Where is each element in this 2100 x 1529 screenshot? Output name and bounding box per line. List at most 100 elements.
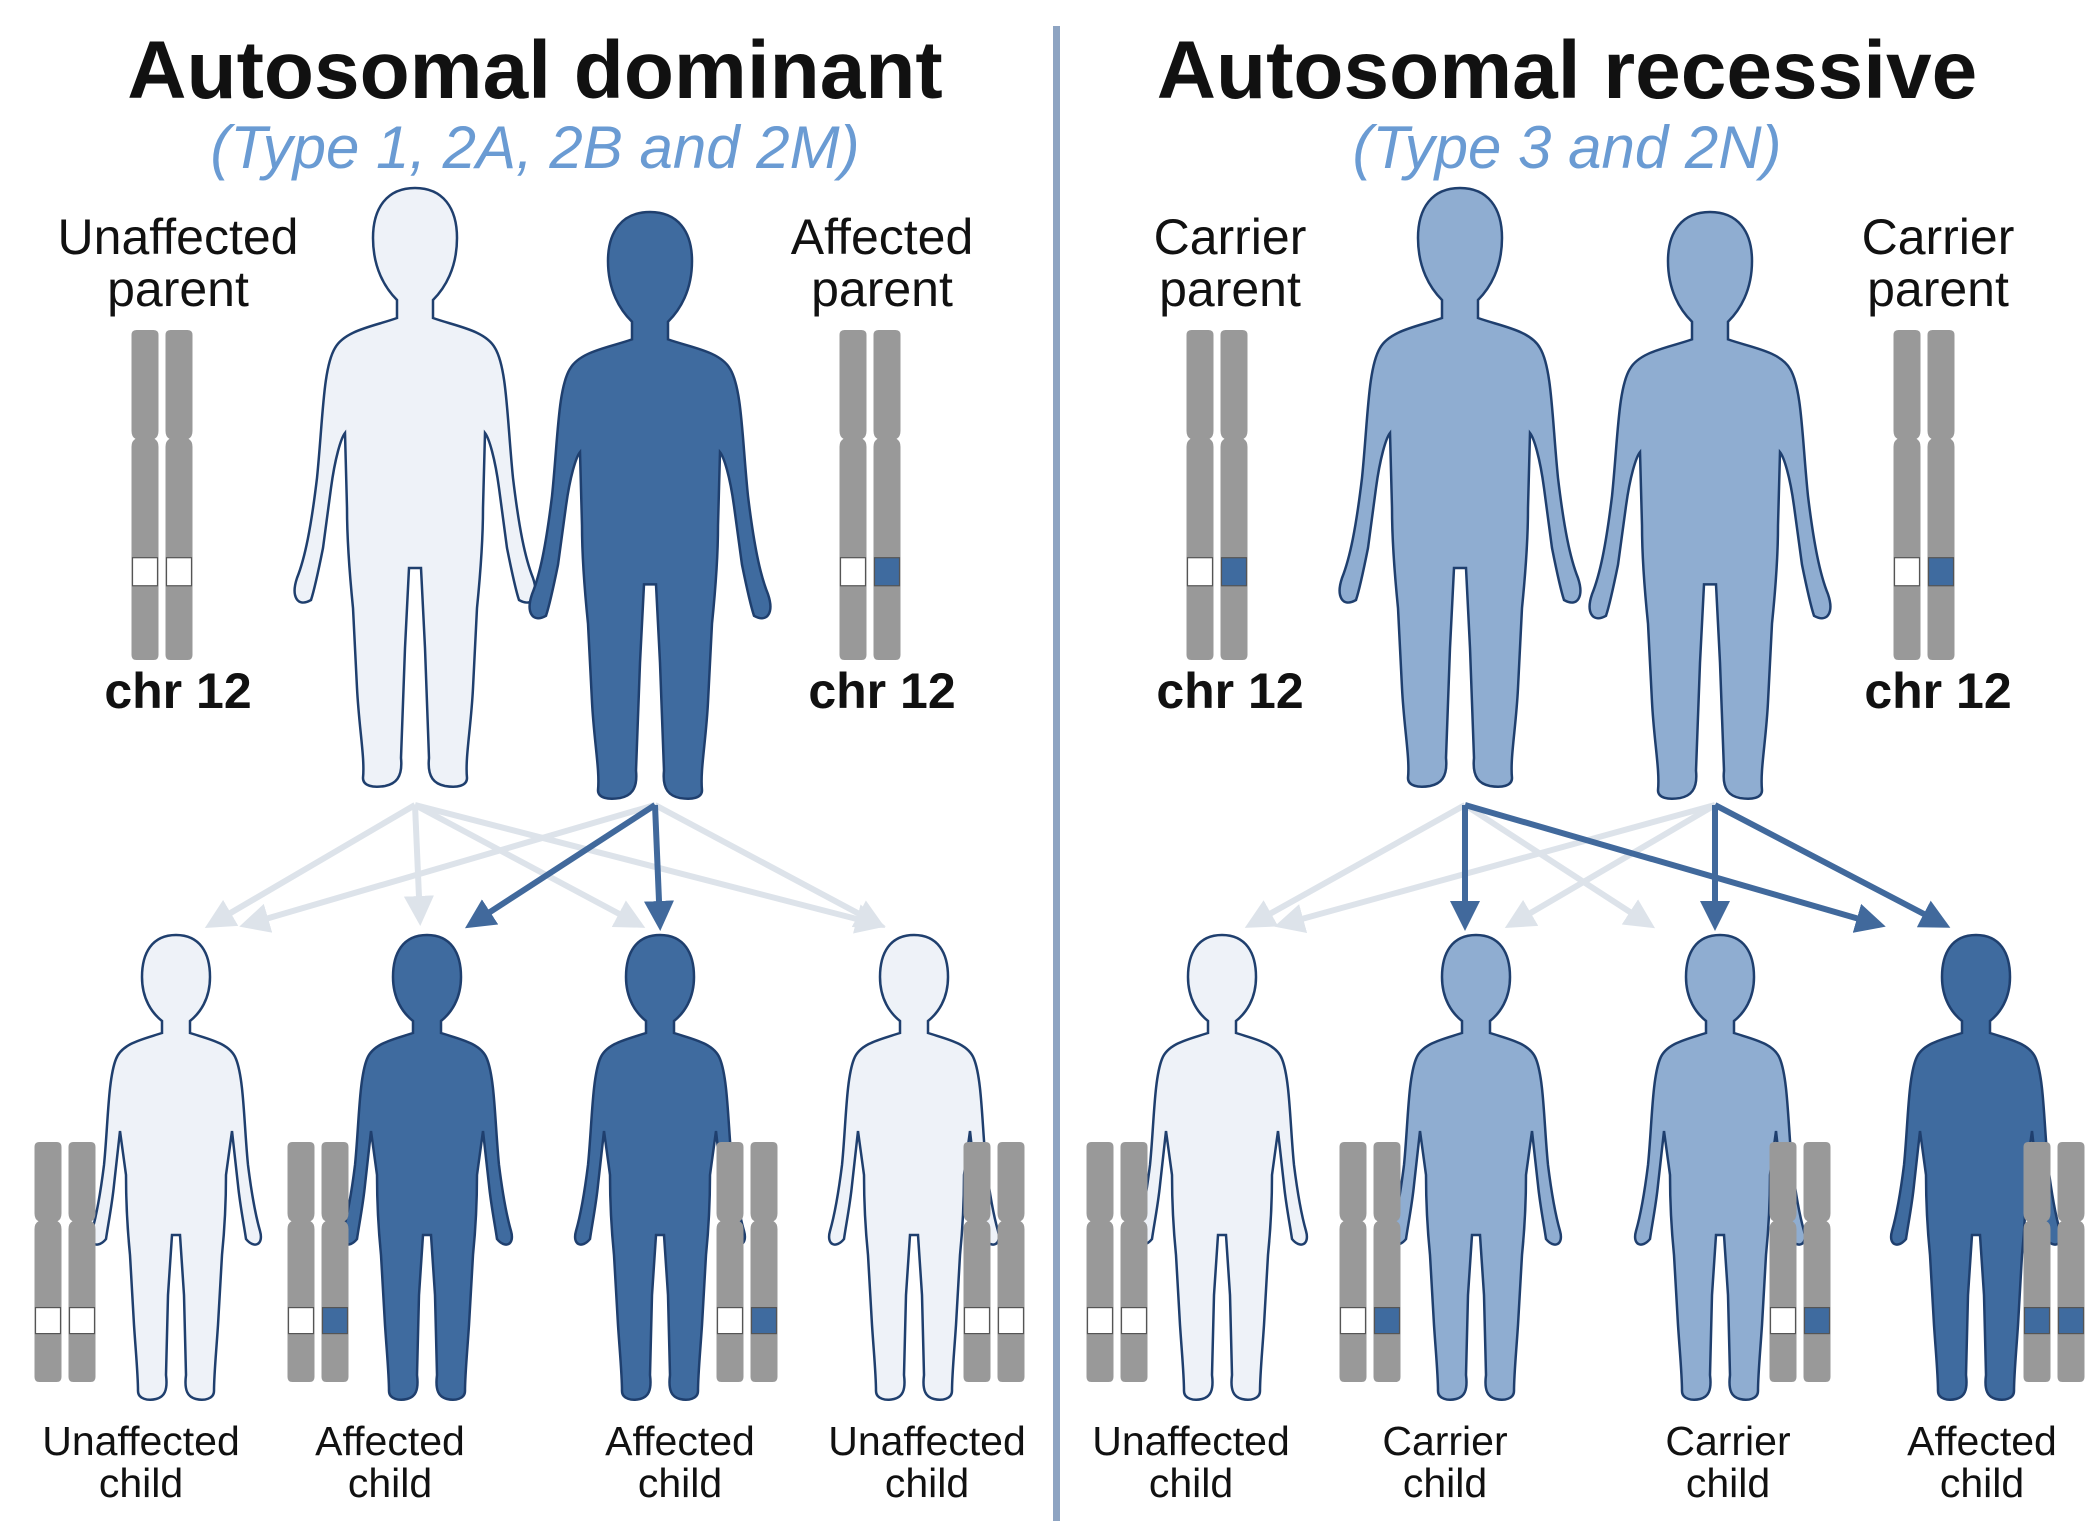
right-child-4-label: Affected child <box>1862 1420 2100 1507</box>
left-parent_left-figure <box>293 186 537 788</box>
left-child-2-chromosome-2 <box>321 1142 349 1382</box>
right-child-3-allele-band-2 <box>1803 1306 1831 1335</box>
label-line-2: child <box>637 1460 723 1507</box>
right-child-3-chromosome-2 <box>1803 1142 1831 1382</box>
left-child-3-chromosome-1 <box>716 1142 744 1382</box>
left-child-4-chromosome-1 <box>963 1142 991 1382</box>
left-child-1-allele-band-2 <box>68 1306 96 1335</box>
left-parent_right-allele-band-2 <box>873 557 901 587</box>
right-parent_right-chromosome-2 <box>1927 330 1955 660</box>
panel-divider <box>1053 26 1060 1521</box>
right-subtitle: (Type 3 and 2N) <box>1352 114 1782 181</box>
left-child-1-figure <box>89 933 263 1401</box>
right-child-2-chromosome-2 <box>1373 1142 1401 1382</box>
inheritance-arrow-light <box>1504 802 1717 929</box>
left-child-3-allele-band-1 <box>716 1306 744 1335</box>
left-parent-left-chr-label: chr 12 <box>104 663 252 719</box>
right-parent_right-figure <box>1588 210 1832 800</box>
label-line-1: Carrier <box>1665 1418 1791 1464</box>
left-parent_right-figure <box>528 210 772 800</box>
label-line-2: child <box>1148 1460 1234 1507</box>
left-parent-right-chr-label: chr 12 <box>808 663 956 719</box>
right-title: Autosomal recessive <box>1156 25 1978 116</box>
label-line-1: Unaffected <box>42 1418 240 1464</box>
label-line-1: Affected <box>605 1418 755 1464</box>
right-child-2-allele-band-2 <box>1373 1306 1401 1335</box>
right-child-4-chromosome-1 <box>2023 1142 2051 1382</box>
left-parent_left-allele-band-2 <box>165 557 193 587</box>
right-parent_right-allele-band-1 <box>1893 557 1921 587</box>
label-line-2: parent <box>107 260 249 317</box>
left-parent_left-chromosome-2 <box>165 330 193 660</box>
right-child-2-allele-band-1 <box>1339 1306 1367 1335</box>
left-child-2-allele-band-2 <box>321 1306 349 1335</box>
right-parent_left-allele-band-1 <box>1186 557 1214 587</box>
left-child-4-chromosome-2 <box>997 1142 1025 1382</box>
label-line-2: child <box>347 1460 433 1507</box>
right-child-2-chromosome-1 <box>1339 1142 1367 1382</box>
left-parent-left-label: Unaffected parent <box>48 209 308 317</box>
label-line-2: parent <box>811 260 953 317</box>
right-child-1-allele-band-2 <box>1120 1306 1148 1335</box>
label-line-1: Unaffected <box>57 209 299 265</box>
right-child-1-figure <box>1135 933 1309 1401</box>
inheritance-arrow-light <box>413 802 646 928</box>
inheritance-arrow-dark <box>1713 802 1951 928</box>
left-child-2-allele-band-1 <box>287 1306 315 1335</box>
figures <box>89 186 2063 1401</box>
inheritance-arrow-light <box>1274 802 1716 934</box>
left-child-2-chromosome-1 <box>287 1142 315 1382</box>
left-child-1-chromosome-1 <box>34 1142 62 1382</box>
right-child-1-allele-band-1 <box>1086 1306 1114 1335</box>
right-parent-right-label: Carrier parent <box>1808 209 2068 317</box>
inheritance-arrow-dark <box>1464 802 1886 933</box>
left-child-2-figure <box>340 933 514 1401</box>
left-child-3-chromosome-2 <box>750 1142 778 1382</box>
left-child-2-label: Affected child <box>270 1420 510 1507</box>
left-child-4-allele-band-2 <box>997 1306 1025 1335</box>
right-child-3-chromosome-1 <box>1769 1142 1797 1382</box>
label-line-1: Carrier <box>1861 209 2015 265</box>
inheritance-arrow-light <box>653 802 886 928</box>
left-title: Autosomal dominant <box>127 25 943 116</box>
right-child-4-allele-band-1 <box>2023 1306 2051 1335</box>
right-child-4-allele-band-2 <box>2057 1306 2085 1335</box>
left-parent_right-chromosome-2 <box>873 330 901 660</box>
label-line-2: child <box>1402 1460 1488 1507</box>
inheritance-arrow-dark <box>464 802 657 929</box>
inheritance-arrows <box>204 802 1951 934</box>
right-child-1-chromosome-2 <box>1120 1142 1148 1382</box>
left-parent_right-allele-band-1 <box>839 557 867 587</box>
left-child-1-allele-band-1 <box>34 1306 62 1335</box>
left-child-1-label: Unaffected child <box>21 1418 261 1507</box>
right-parent_left-allele-band-2 <box>1220 557 1248 587</box>
label-line-2: child <box>98 1460 184 1507</box>
right-child-4-chromosome-2 <box>2057 1142 2085 1382</box>
right-child-2-figure <box>1389 933 1563 1401</box>
left-parent_left-chromosome-1 <box>131 330 159 660</box>
label-line-1: Unaffected <box>828 1418 1026 1464</box>
left-child-1-chromosome-2 <box>68 1142 96 1382</box>
right-child-3-label: Carrier child <box>1608 1418 1848 1507</box>
left-child-3-label: Affected child <box>560 1418 800 1507</box>
inheritance-arrow-light <box>403 804 434 926</box>
right-child-2-label: Carrier child <box>1325 1420 1565 1507</box>
label-line-2: child <box>1939 1460 2025 1507</box>
chromosomes <box>34 330 2085 1382</box>
left-child-4-allele-band-1 <box>963 1306 991 1335</box>
label-line-2: child <box>1685 1460 1771 1507</box>
label-line-2: parent <box>1159 260 1301 317</box>
left-subtitle: (Type 1, 2A, 2B and 2M) <box>210 114 860 181</box>
right-parent-left-chr-label: chr 12 <box>1156 663 1304 719</box>
inheritance-arrow-light <box>1244 802 1467 928</box>
left-child-4-label: Unaffected child <box>807 1418 1047 1505</box>
right-parent_left-chromosome-2 <box>1220 330 1248 660</box>
label-line-2: parent <box>1867 260 2009 317</box>
label-line-1: Unaffected <box>1092 1418 1290 1464</box>
right-child-3-allele-band-1 <box>1769 1306 1797 1335</box>
label-line-1: Carrier <box>1153 209 1307 265</box>
left-parent_right-chromosome-1 <box>839 330 867 660</box>
label-line-1: Affected <box>790 209 974 265</box>
right-parent_right-allele-band-2 <box>1927 557 1955 587</box>
